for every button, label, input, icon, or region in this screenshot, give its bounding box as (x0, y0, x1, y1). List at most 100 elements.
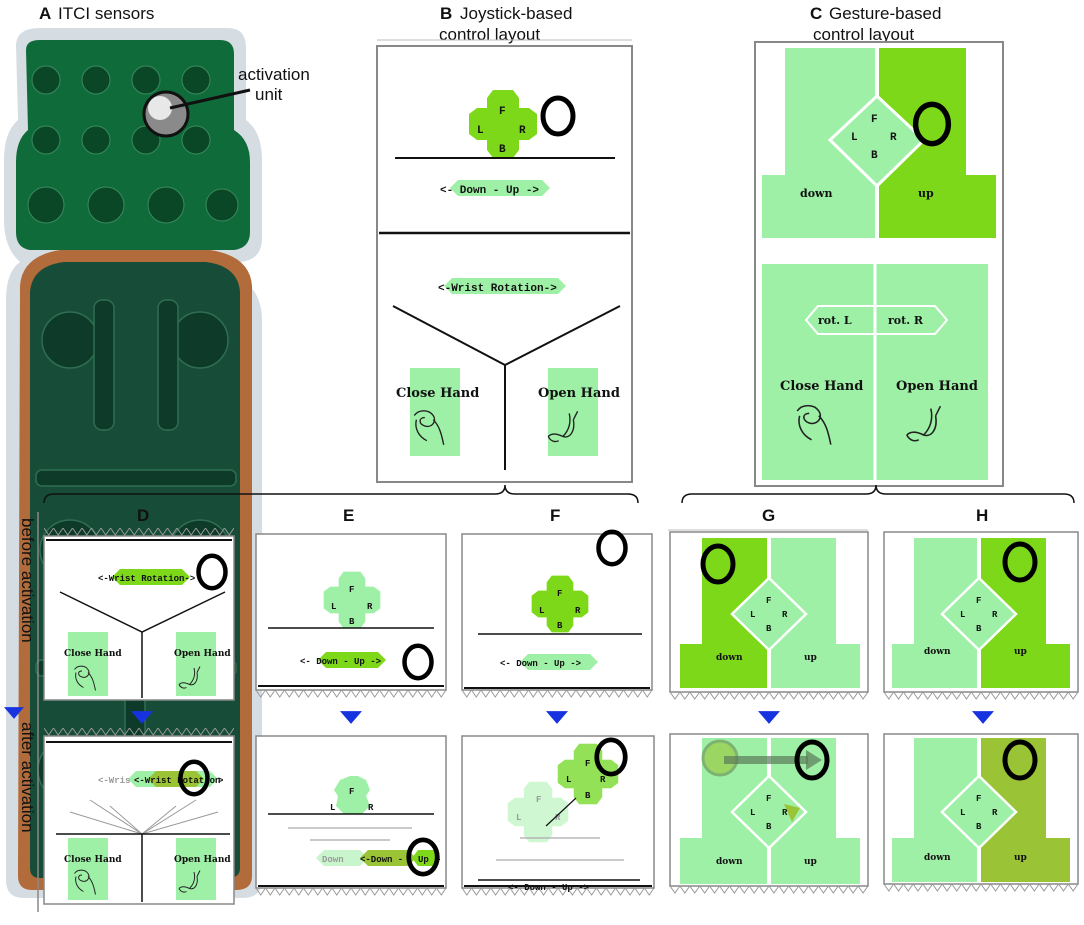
gesture-up-label: up (918, 187, 934, 200)
panel-b-title-line1: Joystick-based (460, 4, 572, 23)
d-before-open-label: Open Hand (174, 649, 231, 659)
panel-d-after: <-Wris <-Wrist Rotation > Close Hand Ope… (43, 728, 235, 905)
d-before-wrist-label: <-Wrist Rotation-> (98, 574, 195, 584)
f-dir-r: R (575, 606, 581, 616)
e-dir-r: R (367, 602, 373, 612)
panel-h-before: F L R B down up (883, 531, 1079, 700)
before-activation-label: before activation (18, 518, 37, 643)
f-after-dir-f: F (585, 759, 590, 769)
panel-a-title: ITCI sensors (58, 4, 154, 23)
f-dir-b: B (557, 621, 563, 631)
panel-h-letter: H (976, 506, 988, 525)
h-after-up: up (1014, 853, 1027, 863)
e-after-down-faded: Down (322, 855, 344, 865)
g-after-down: down (716, 857, 743, 867)
g-before-down: down (716, 653, 743, 663)
activation-label-line2: unit (255, 85, 283, 104)
h-after-dir-b: B (976, 822, 982, 832)
e-after-down-dark: <-Down - (360, 855, 403, 865)
h-before-dir-b: B (976, 624, 982, 634)
brace-gesture (681, 484, 1075, 504)
panel-c: C Gesture-based control layout F L R B d… (754, 4, 1004, 487)
panel-e-after: F L R Down <-Down - Up - (255, 735, 447, 896)
g-before-dir-l: L (750, 610, 755, 620)
d-after-open-label: Open Hand (174, 855, 231, 865)
panel-f-before: F L R B <- Down - Up -> (461, 532, 653, 698)
f-after-faded-l: L (516, 813, 521, 823)
close-hand-label: Close Hand (396, 386, 479, 401)
f-after-faded-f: F (536, 795, 541, 805)
panel-d-letter: D (137, 506, 149, 525)
activation-pointer-line (169, 88, 251, 110)
f-after-dir-l: L (566, 775, 571, 785)
e-dir-l: L (331, 602, 336, 612)
gesture-dir-l: L (851, 132, 858, 144)
panel-g-letter: G (762, 506, 775, 525)
f-down-arrow-icon (546, 711, 568, 724)
panel-f-after: F L R F L R B <- Down - Up -> (461, 735, 655, 896)
rot-l-label: rot. L (818, 314, 852, 327)
f-before-down-up: <- Down - Up -> (500, 659, 581, 669)
f-dir-f: F (557, 589, 562, 599)
e-before-down-up: <- Down - Up -> (300, 657, 381, 667)
g-after-dir-r: R (782, 808, 788, 818)
wrist-rotation-label: <-Wrist Rotation-> (438, 283, 557, 295)
panel-c-title-line1: Gesture-based (829, 4, 941, 23)
h-before-dir-r: R (992, 610, 998, 620)
f-dir-l: L (539, 606, 544, 616)
g-before-dir-r: R (782, 610, 788, 620)
open-hand-label: Open Hand (538, 386, 620, 401)
panel-g-before: F L R B down up (668, 529, 869, 700)
e-dir-f: F (349, 585, 354, 595)
activation-label-line1: activation (238, 65, 310, 84)
h-before-dir-f: F (976, 596, 981, 606)
dir-r: R (519, 125, 526, 137)
g-after-dir-l: L (750, 808, 755, 818)
d-before-close-label: Close Hand (64, 649, 122, 659)
gesture-close-hand-label: Close Hand (780, 379, 863, 394)
panel-a-letter: A (39, 4, 51, 23)
gesture-dir-b: B (871, 150, 878, 162)
panel-e-before: F L R B <- Down - Up -> (255, 533, 447, 698)
d-after-close-label: Close Hand (64, 855, 122, 865)
h-after-dir-l: L (960, 808, 965, 818)
panel-h-after: F L R B down up (883, 733, 1079, 892)
panel-b-title-line2: control layout (439, 25, 540, 44)
g-before-up: up (804, 653, 817, 663)
e-dir-b: B (349, 617, 355, 627)
g-down-arrow-icon (758, 711, 780, 724)
down-up-label: <- Down - Up -> (440, 185, 539, 197)
h-before-up: up (1014, 647, 1027, 657)
g-after-dir-f: F (766, 794, 771, 804)
d-after-wrist-dark: <-Wrist Rotation (134, 776, 220, 786)
h-after-down: down (924, 853, 951, 863)
panel-c-title-line2: control layout (813, 25, 914, 44)
g-after-up: up (804, 857, 817, 867)
g-before-dir-f: F (766, 596, 771, 606)
e-after-dir-f: F (349, 787, 354, 797)
gesture-dir-f: F (871, 114, 878, 126)
e-after-dir-l: L (330, 803, 335, 813)
panel-d-before: <-Wrist Rotation-> Close Hand Open Hand (43, 528, 235, 701)
d-after-wrist-end: > (218, 776, 223, 786)
panel-f-letter: F (550, 506, 560, 525)
dir-b: B (499, 144, 506, 156)
rot-r-label: rot. R (888, 314, 924, 327)
panel-g-after: F L R B down up (669, 733, 869, 894)
dir-f: F (499, 106, 506, 118)
panel-c-letter: C (810, 4, 822, 23)
panel-b: B Joystick-based control layout F L R B … (376, 4, 633, 483)
g-before-dir-b: B (766, 624, 772, 634)
h-before-dir-l: L (960, 610, 965, 620)
e-after-up: Up (418, 855, 429, 865)
dir-l: L (477, 125, 484, 137)
e-after-dir-r: R (368, 803, 374, 813)
h-after-dir-r: R (992, 808, 998, 818)
gesture-dir-r: R (890, 132, 897, 144)
g-after-dir-b: B (766, 822, 772, 832)
h-after-dir-f: F (976, 794, 981, 804)
panel-b-letter: B (440, 4, 452, 23)
h-down-arrow-icon (972, 711, 994, 724)
brace-joystick (43, 484, 639, 504)
f-after-dir-b: B (585, 791, 591, 801)
